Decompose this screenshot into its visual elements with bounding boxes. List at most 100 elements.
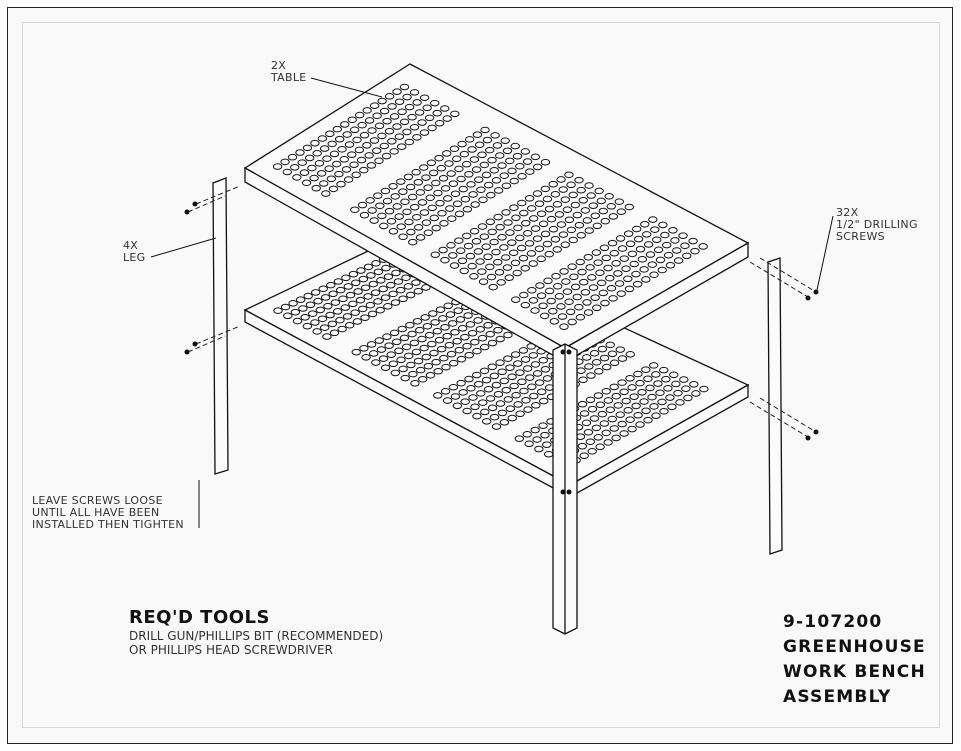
leg-name: LEG [123, 251, 146, 264]
note-line: INSTALLED THEN TIGHTEN [32, 518, 184, 531]
perforation-hole [456, 355, 467, 363]
perforation-hole [473, 317, 483, 324]
perforation-hole [475, 141, 485, 149]
perforation-hole [594, 187, 604, 195]
perforation-hole [458, 389, 468, 396]
perforation-hole [448, 180, 459, 187]
perforation-hole [394, 213, 404, 220]
perforation-hole [518, 254, 529, 262]
perforation-hole [605, 341, 615, 349]
perforation-hole [430, 99, 440, 107]
perforation-hole [355, 296, 366, 304]
perforation-hole [522, 431, 532, 438]
perforation-hole [413, 179, 423, 186]
perforation-hole [690, 247, 700, 255]
perforation-hole [392, 88, 402, 95]
perforation-hole [464, 375, 474, 383]
perforation-hole [388, 290, 398, 298]
perforation-hole [490, 132, 500, 139]
perforation-hole [381, 264, 391, 272]
perforation-hole [486, 273, 497, 281]
perforation-hole [400, 374, 410, 382]
perforation-hole [440, 388, 451, 395]
perforation-hole [288, 300, 298, 307]
perforation-hole [531, 402, 541, 409]
perforation-hole [539, 312, 550, 320]
perforation-hole [530, 361, 541, 368]
perforation-hole [537, 388, 547, 396]
perforation-hole [550, 190, 561, 198]
perforation-hole [483, 253, 493, 261]
perforation-hole [290, 308, 301, 316]
perforation-hole [566, 181, 576, 189]
perforation-hole [657, 398, 667, 406]
perforation-hole [328, 290, 338, 298]
perforation-hole [526, 250, 537, 257]
perforation-hole [460, 195, 471, 203]
perforation-hole [332, 308, 343, 315]
perforation-hole [398, 365, 408, 373]
perforation-hole [544, 287, 555, 295]
perforation-hole [431, 224, 441, 232]
perforation-hole [478, 196, 488, 204]
perforation-hole [588, 202, 598, 209]
perforation-hole [562, 288, 573, 295]
perforation-hole [446, 242, 456, 249]
perforation-hole [544, 250, 554, 258]
perforation-hole [585, 264, 595, 271]
perforation-hole [375, 202, 385, 210]
perforation-hole [404, 138, 415, 146]
perforation-hole [611, 392, 621, 400]
screws-name-2: SCREWS [836, 230, 885, 243]
perforation-hole [489, 372, 500, 380]
perforation-hole [592, 222, 603, 230]
perforation-hole [507, 414, 517, 422]
perforation-hole [421, 284, 431, 291]
perforation-hole [409, 339, 419, 347]
perforation-hole [614, 280, 625, 287]
perforation-hole [389, 329, 400, 337]
perforation-hole [528, 260, 538, 267]
perforation-hole [679, 376, 689, 383]
perforation-hole [609, 359, 620, 367]
perforation-hole [340, 121, 350, 128]
perforation-hole [575, 258, 585, 266]
perforation-hole [494, 269, 505, 276]
perforation-hole [538, 220, 549, 228]
perforation-hole [520, 301, 531, 309]
perforation-hole [499, 377, 509, 385]
perforation-hole [429, 349, 439, 357]
perforation-hole [587, 405, 598, 413]
perforation-hole [613, 270, 623, 277]
perforation-hole [511, 391, 521, 399]
perforation-hole [540, 230, 551, 238]
perforation-hole [309, 174, 319, 182]
perforation-hole [434, 119, 445, 127]
perforation-hole [332, 160, 342, 168]
perforation-hole [369, 217, 379, 224]
perforation-hole [608, 295, 618, 302]
perforation-hole [560, 196, 571, 203]
perforation-hole [633, 235, 644, 243]
perforation-hole [336, 180, 346, 188]
perforation-hole [380, 364, 391, 372]
perforation-hole [583, 253, 594, 261]
perforation-hole [479, 161, 490, 169]
perforation-hole [481, 243, 491, 251]
perforation-hole [469, 156, 480, 163]
perforation-hole [462, 407, 472, 415]
perforation-hole [619, 430, 629, 437]
perforation-hole [405, 183, 416, 191]
perforation-hole [384, 93, 395, 100]
perforation-hole [493, 187, 504, 194]
perforation-hole [615, 235, 626, 242]
perforation-hole [465, 252, 476, 260]
perforation-hole [513, 224, 523, 232]
perforation-hole [419, 129, 430, 136]
perforation-hole [583, 428, 594, 436]
perforation-hole [335, 316, 345, 324]
perforation-hole [635, 421, 645, 428]
perforation-hole [507, 239, 517, 246]
perforation-hole [402, 128, 412, 136]
perforation-hole [438, 315, 448, 322]
